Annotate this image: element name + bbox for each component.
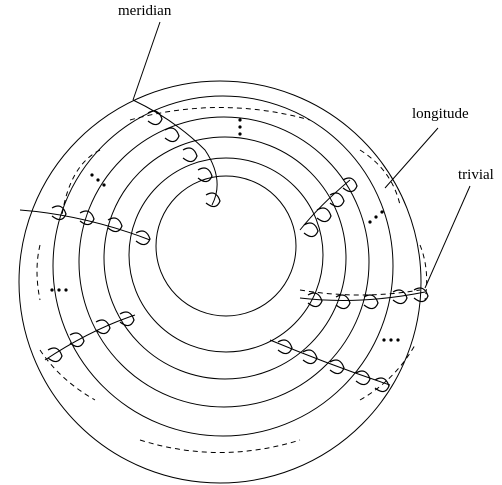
- dot: [380, 210, 384, 214]
- dashed-arc-right: [419, 244, 428, 301]
- dot: [102, 183, 106, 187]
- trivial-label: trivial: [458, 167, 494, 183]
- inner-hole: [155, 175, 297, 317]
- dashed-arc-top-left: [61, 149, 101, 216]
- clasp: [51, 205, 67, 221]
- dot: [90, 173, 94, 177]
- dot: [389, 338, 393, 342]
- core-ring-3: [103, 136, 347, 380]
- dashed-arc-top-right: [359, 149, 401, 206]
- dot: [382, 338, 386, 342]
- trivial-leader: [424, 185, 471, 289]
- dashed-trivial-arc: [299, 289, 421, 296]
- clasp: [107, 217, 123, 233]
- clasp: [277, 339, 293, 355]
- clasp: [329, 359, 345, 375]
- trivial-strand: [299, 291, 426, 301]
- clasp: [307, 292, 323, 308]
- dot: [57, 288, 61, 292]
- bottom-right-strand: [269, 339, 391, 386]
- clasp: [119, 311, 135, 327]
- dot: [64, 288, 68, 292]
- clasp: [413, 287, 429, 303]
- dot: [396, 338, 400, 342]
- clasp: [329, 192, 345, 208]
- dashed-arc-bottom: [139, 439, 301, 453]
- clasp: [79, 210, 95, 226]
- clasp: [342, 177, 358, 193]
- core-ring-4: [128, 157, 324, 353]
- dot: [374, 215, 378, 219]
- longitude-leader: [384, 127, 439, 189]
- dot: [238, 125, 242, 129]
- ellipsis-marks: [50, 118, 400, 342]
- clasp: [302, 349, 318, 365]
- bottom-left-strand: [44, 314, 136, 361]
- clasp: [197, 167, 213, 183]
- clasps: [47, 110, 429, 393]
- dot: [238, 132, 242, 136]
- meridian-leader: [132, 21, 161, 101]
- dashed-arc-upper: [129, 107, 311, 121]
- dot: [50, 288, 54, 292]
- clasp: [182, 147, 198, 163]
- clasp: [205, 192, 221, 208]
- longitude-strand: [299, 179, 351, 231]
- dot: [368, 220, 372, 224]
- clasp: [316, 207, 332, 223]
- longitude-label: longitude: [412, 106, 469, 122]
- dot: [238, 118, 242, 122]
- clasp: [363, 294, 379, 310]
- dashed-arc-bottom-right: [359, 344, 416, 401]
- clasp: [47, 347, 63, 363]
- clasp: [374, 377, 390, 393]
- clasp: [147, 110, 163, 126]
- dashed-guides: [36, 107, 428, 453]
- clasp: [69, 332, 85, 348]
- core-ring-1: [52, 95, 394, 437]
- dot: [96, 178, 100, 182]
- meridian-strand: [132, 99, 218, 206]
- left-strand: [19, 209, 151, 241]
- clasp: [335, 294, 351, 310]
- clasp: [95, 319, 111, 335]
- meridian-label: meridian: [118, 3, 172, 19]
- dashed-arc-bottom-left: [39, 349, 96, 401]
- clasp: [392, 289, 408, 305]
- core-ring-2: [78, 116, 370, 408]
- clasp: [303, 222, 319, 238]
- clasp: [355, 370, 371, 386]
- outer-boundary: [18, 80, 422, 484]
- clasp: [164, 127, 180, 143]
- dashed-arc-left: [36, 244, 41, 301]
- clasp: [135, 230, 151, 246]
